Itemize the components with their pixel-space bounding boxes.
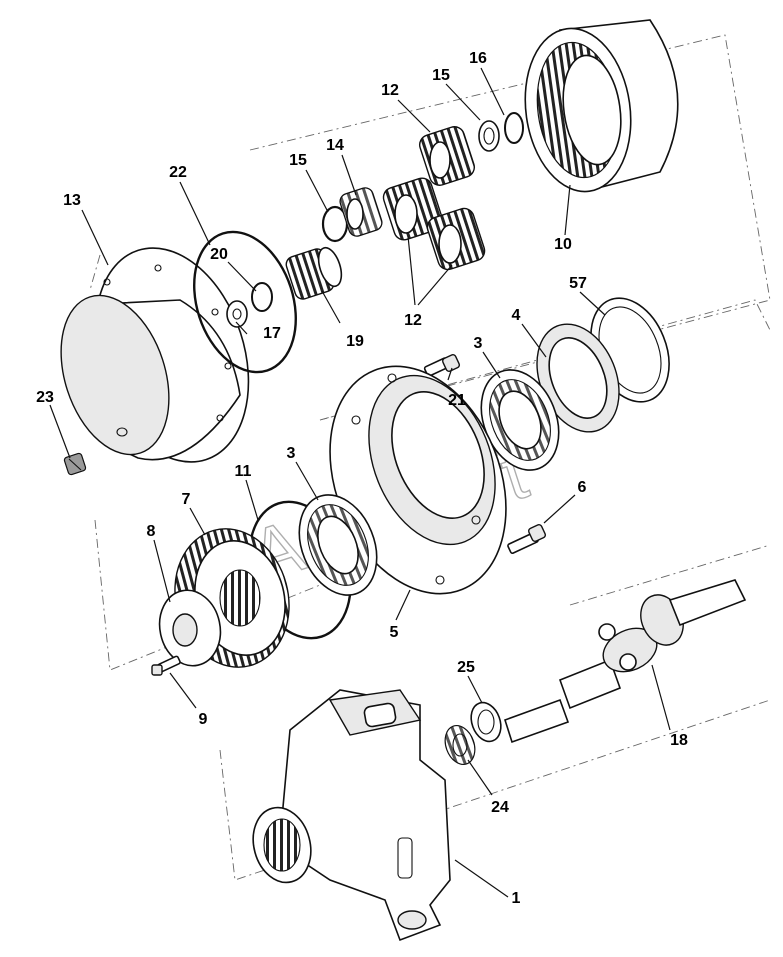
sun-gear [285, 246, 343, 300]
plug [63, 452, 87, 476]
callout-4: 4 [512, 307, 521, 324]
callout-3a: 3 [474, 335, 483, 352]
callout-8: 8 [147, 523, 156, 540]
callout-24: 24 [491, 799, 509, 816]
callout-20: 20 [210, 246, 228, 263]
seal-4 [536, 323, 620, 433]
planet-gear-lower [426, 207, 486, 271]
callout-5: 5 [390, 624, 399, 641]
callout-labels: 13 22 20 17 19 15 14 12 15 16 10 12 57 4… [36, 50, 688, 907]
o-ring-22 [193, 230, 297, 374]
callout-15b: 15 [432, 67, 450, 84]
needle-bearing-14 [339, 187, 383, 237]
seal-25 [470, 701, 502, 743]
callout-11: 11 [235, 463, 252, 480]
callout-10: 10 [554, 236, 572, 253]
callout-9: 9 [199, 711, 208, 728]
thrust-washer-17 [226, 300, 248, 328]
hub-cover [60, 247, 250, 463]
callout-25: 25 [457, 659, 475, 676]
leader-lines [49, 67, 671, 898]
planet-gear-upper [418, 126, 476, 186]
callout-1: 1 [512, 890, 521, 907]
callout-3b: 3 [287, 445, 296, 462]
callout-22: 22 [169, 164, 187, 181]
callout-6: 6 [578, 479, 587, 496]
callout-57: 57 [569, 275, 587, 292]
callout-17: 17 [263, 325, 281, 342]
drive-shaft [504, 579, 747, 744]
spacer-15b [478, 120, 500, 152]
callout-13: 13 [63, 192, 81, 209]
bolt-9 [151, 655, 181, 676]
taper-bearing-inner [298, 494, 378, 596]
callout-12b: 12 [404, 312, 422, 329]
callout-12a: 12 [381, 82, 399, 99]
callout-16: 16 [469, 50, 487, 67]
circlip-20 [251, 282, 273, 312]
callout-18: 18 [670, 732, 688, 749]
bolt-6 [507, 523, 547, 555]
circlip-16 [504, 112, 524, 144]
callout-7: 7 [182, 491, 191, 508]
needle-bushing-24 [444, 725, 476, 765]
ring-gear [524, 19, 679, 193]
callout-14: 14 [326, 137, 344, 154]
callout-23: 23 [36, 389, 54, 406]
bolt-21 [423, 353, 461, 377]
steering-knuckle [252, 689, 451, 942]
taper-bearing-outer [480, 369, 560, 471]
callout-19: 19 [346, 333, 364, 350]
flange-8 [158, 589, 222, 667]
callout-21: 21 [448, 392, 466, 409]
callout-15a: 15 [289, 152, 307, 169]
